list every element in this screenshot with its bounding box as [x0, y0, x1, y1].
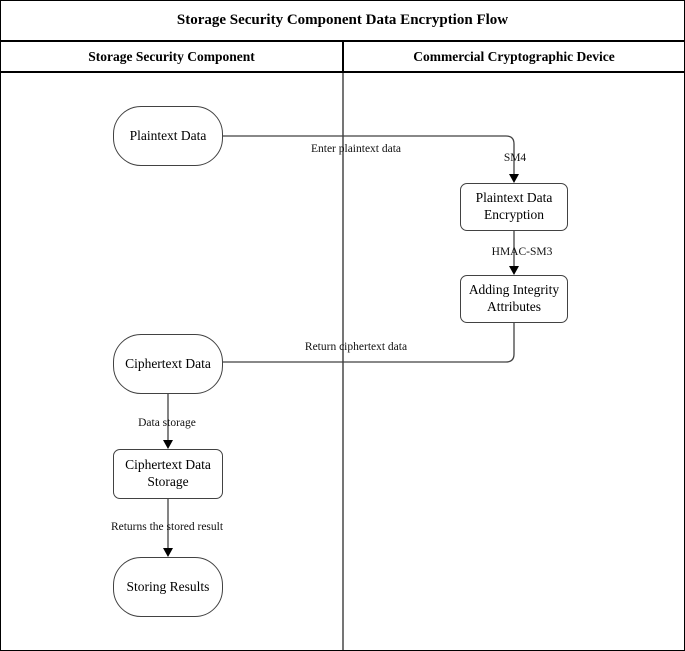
node-plaintext-data-encryption-label: Plaintext Data Encryption	[475, 190, 553, 222]
edge-label-enter-plaintext-data: Enter plaintext data	[310, 143, 402, 155]
edge-label-data-storage: Data storage	[138, 417, 196, 429]
diagram-title: Storage Security Component Data Encrypti…	[176, 12, 509, 28]
node-plaintext-data-label: Plaintext Data	[129, 127, 207, 143]
edge-label-returns-the-stored-result: Returns the stored result	[110, 521, 224, 533]
flow-connectors	[163, 135, 519, 557]
lane-header-row: Storage Security Component Commercial Cr…	[1, 42, 684, 73]
node-ciphertext-data-storage: Ciphertext Data Storage	[113, 449, 223, 499]
diagram-body: Plaintext Data Plaintext Data Encryption…	[1, 73, 684, 650]
node-ciphertext-data: Ciphertext Data	[113, 334, 223, 394]
edge-label-sm4: SM4	[503, 152, 527, 164]
node-ciphertext-data-storage-label: Ciphertext Data Storage	[125, 457, 211, 489]
edge-label-hmac-sm3: HMAC-SM3	[491, 246, 553, 258]
node-adding-integrity-attributes: Adding Integrity Attributes	[460, 275, 568, 323]
node-storing-results-label: Storing Results	[126, 578, 210, 594]
edge-label-return-ciphertext-data: Return ciphertext data	[304, 341, 408, 353]
lane-header-storage-security-component: Storage Security Component	[1, 42, 344, 71]
node-plaintext-data: Plaintext Data	[113, 106, 223, 166]
node-adding-integrity-attributes-label: Adding Integrity Attributes	[468, 282, 560, 314]
node-ciphertext-data-label: Ciphertext Data	[125, 355, 211, 371]
diagram-title-bar: Storage Security Component Data Encrypti…	[1, 1, 684, 42]
node-storing-results: Storing Results	[113, 557, 223, 617]
node-plaintext-data-encryption: Plaintext Data Encryption	[460, 183, 568, 231]
lane-header-commercial-cryptographic-device: Commercial Cryptographic Device	[413, 48, 615, 64]
